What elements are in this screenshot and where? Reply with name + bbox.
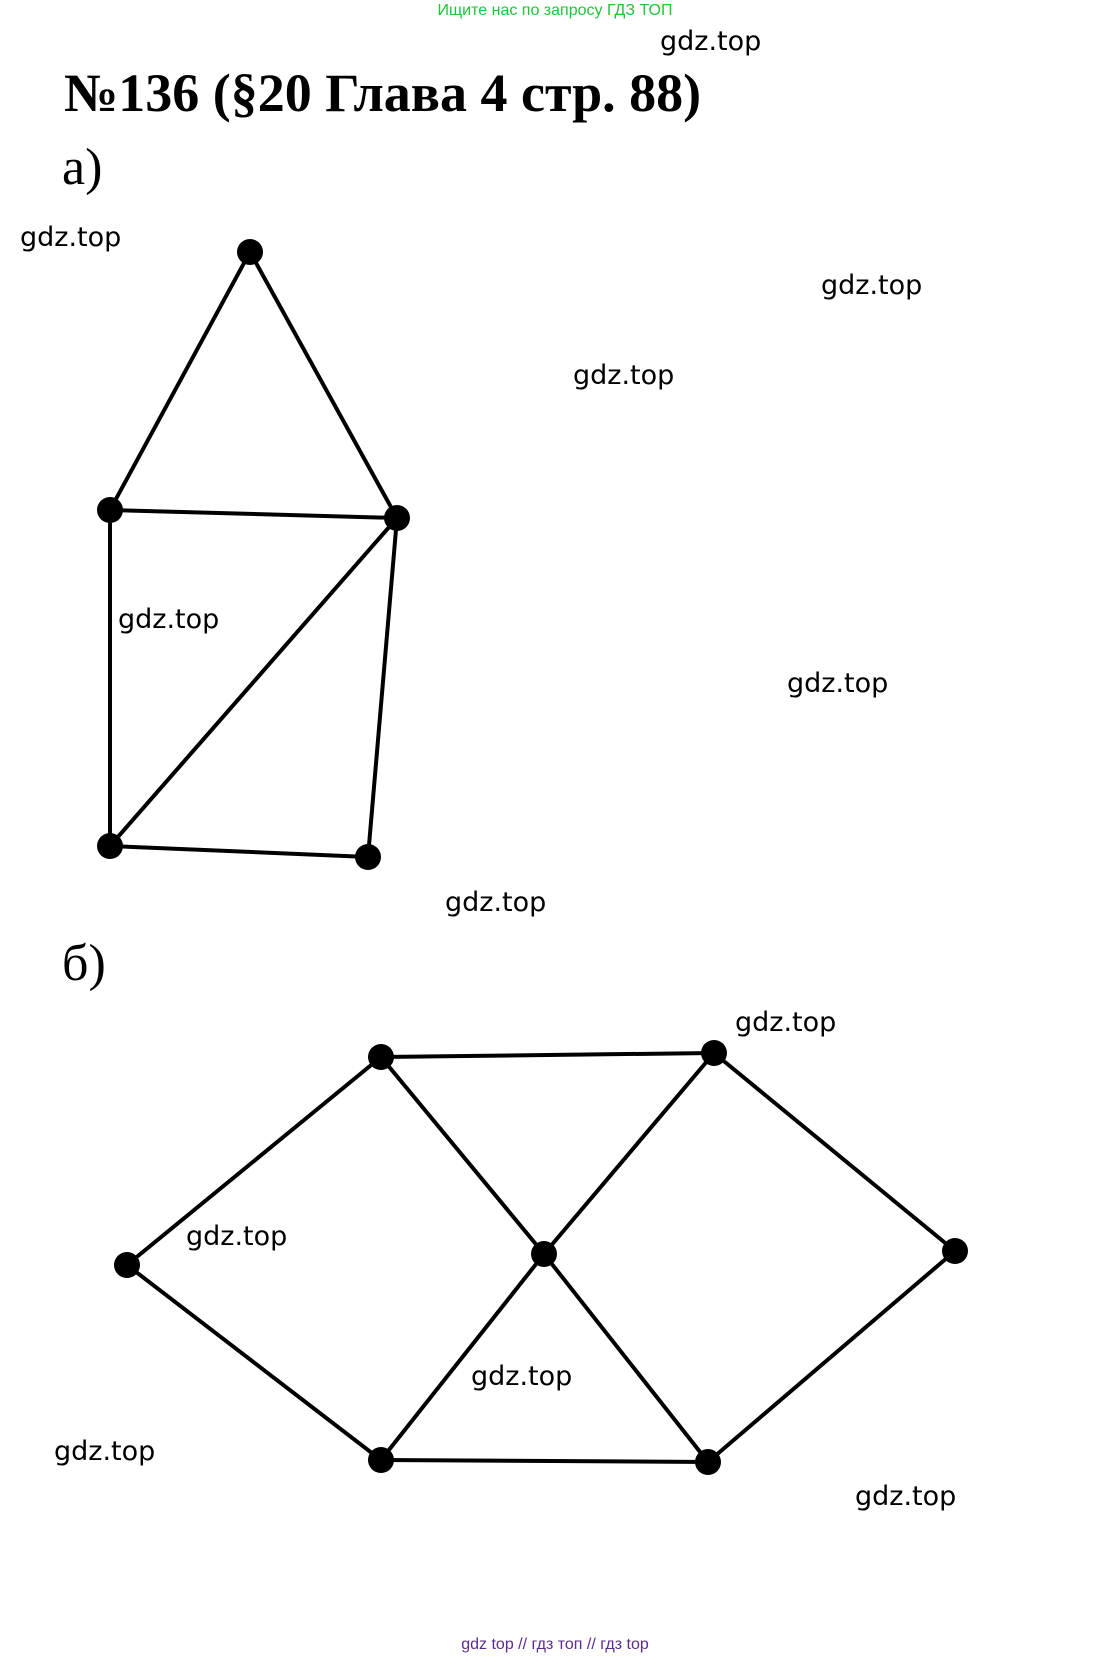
graph-b-vertex-4 bbox=[942, 1238, 968, 1264]
graph-a-edge-2 bbox=[108, 508, 399, 520]
graph-a-vertex-1 bbox=[97, 497, 123, 523]
footer-separator: // bbox=[518, 1636, 528, 1653]
part-a-label: а) bbox=[62, 139, 103, 196]
graph-b-edge-9 bbox=[379, 1458, 710, 1464]
graph-a-edge-0 bbox=[108, 250, 252, 512]
graph-a-edge-4 bbox=[108, 516, 399, 848]
page-title: №136 (§20 Глава 4 стр. 88) bbox=[64, 63, 702, 123]
graph-a-vertex-4 bbox=[355, 844, 381, 870]
watermark: gdz.top bbox=[445, 887, 547, 918]
footer-separator: // bbox=[586, 1636, 596, 1653]
footer-link[interactable]: гдз top bbox=[600, 1636, 649, 1653]
footer-links: gdz top // гдз топ // гдз top bbox=[0, 1636, 1110, 1654]
footer-link[interactable]: гдз топ bbox=[531, 1636, 583, 1653]
graph-b-edge-5 bbox=[125, 1263, 383, 1462]
graph-b-edge-3 bbox=[542, 1051, 716, 1256]
watermark: gdz.top bbox=[54, 1436, 156, 1467]
graph-a-edge-5 bbox=[366, 516, 399, 859]
top-banner[interactable]: Ищите нас по запросу ГДЗ ТОП bbox=[437, 2, 673, 19]
watermark: gdz.top bbox=[573, 360, 675, 391]
graph-b-vertex-0 bbox=[368, 1044, 394, 1070]
graph-a-edge-6 bbox=[108, 844, 370, 859]
graph-b-edge-8 bbox=[706, 1249, 957, 1464]
graph-b-edge-7 bbox=[542, 1252, 710, 1464]
graph-b-vertex-5 bbox=[368, 1447, 394, 1473]
watermark: gdz.top bbox=[20, 222, 122, 253]
graph-b-edge-4 bbox=[712, 1051, 957, 1253]
graph-b-vertex-1 bbox=[701, 1040, 727, 1066]
graph-b-vertex-2 bbox=[114, 1252, 140, 1278]
graph-a-vertex-3 bbox=[97, 833, 123, 859]
graph-a-edge-1 bbox=[248, 250, 399, 520]
watermark: gdz.top bbox=[821, 270, 923, 301]
watermark: gdz.top bbox=[787, 668, 889, 699]
watermark: gdz.top bbox=[186, 1221, 288, 1252]
part-b-label: б) bbox=[62, 935, 106, 992]
watermark: gdz.top bbox=[118, 604, 220, 635]
graph-b-edge-1 bbox=[125, 1055, 383, 1267]
watermark: gdz.top bbox=[660, 26, 762, 57]
graph-a-vertex-0 bbox=[237, 239, 263, 265]
graph-a-vertex-2 bbox=[384, 505, 410, 531]
graph-b-edge-0 bbox=[379, 1051, 716, 1059]
watermark: gdz.top bbox=[855, 1481, 957, 1512]
graph-b-vertex-3 bbox=[531, 1241, 557, 1267]
graph-b-edge-6 bbox=[379, 1252, 546, 1462]
graph-b-edge-2 bbox=[379, 1055, 546, 1256]
watermark: gdz.top bbox=[735, 1007, 837, 1038]
footer-link[interactable]: gdz top bbox=[461, 1636, 514, 1653]
watermark: gdz.top bbox=[471, 1361, 573, 1392]
graph-b-vertex-6 bbox=[695, 1449, 721, 1475]
